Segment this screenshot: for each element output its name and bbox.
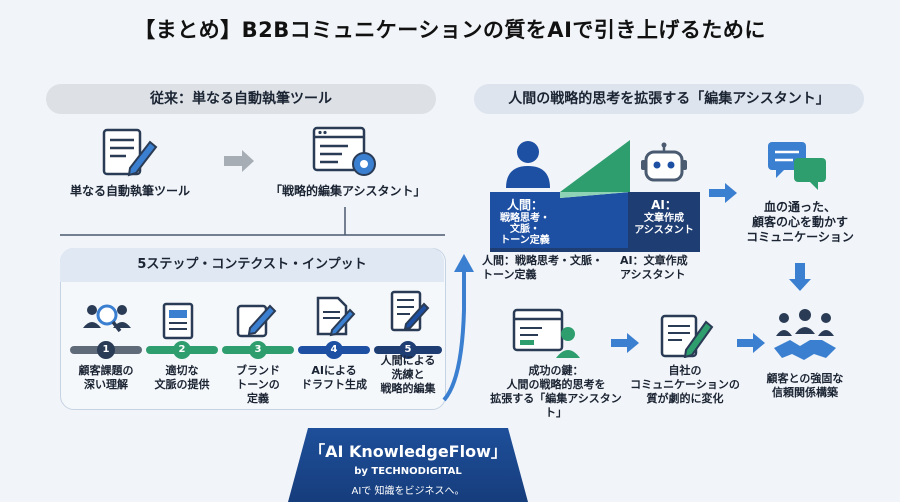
step-number-2: 2: [173, 341, 191, 359]
chat-bubbles-icon: [768, 142, 826, 190]
brand-banner-bg: [288, 428, 528, 502]
refine-document-icon: [390, 290, 430, 332]
brand-banner: 「AI KnowledgeFlow」 by TECHNODIGITAL AIで …: [288, 432, 528, 502]
page-title: 【まとめ】B2Bコミュニケーションの質をAIで引き上げるために: [134, 18, 766, 42]
step-label-3: ブランド トーンの 定義: [236, 364, 280, 405]
outcome-trust: 顧客との強固な 信頼関係構築: [766, 372, 844, 399]
ai-box-title: AI：: [651, 198, 677, 212]
tool-label: 単なる自動執筆ツール: [69, 184, 190, 198]
step-label-5: 人間による 洗練と 戦略的編集: [380, 354, 436, 395]
customer-magnifier-icon: [83, 304, 131, 333]
brand-title: 「AI KnowledgeFlow」: [309, 442, 507, 461]
right-section-header: 人間の戦略的思考を拡張する「編集アシスタント」: [474, 84, 864, 114]
quality-change: 自社の コミュニケーションの 質が劇的に変化: [630, 364, 740, 405]
ai-caption: AI：文章作成 アシスタント: [620, 254, 688, 281]
arrow-down-icon: [789, 263, 811, 291]
step-label-2: 適切な 文脈の提供: [154, 364, 210, 391]
human-box: 人間： 戦略思考・ 文脈・ トーン定義: [490, 192, 560, 248]
step-label-1: 顧客課題の 深い理解: [78, 364, 134, 391]
step-number-4: 4: [325, 341, 343, 359]
document-pen-icon: [660, 314, 714, 358]
connector-lines: [60, 207, 445, 236]
outcome-communication: 血の通った、 顧客の心を動かす コミュニケーション: [746, 200, 854, 244]
step-number-1: 1: [97, 341, 115, 359]
collaboration-wedge: [560, 140, 630, 248]
step-number-3: 3: [249, 341, 267, 359]
human-box-title: 人間：: [506, 198, 543, 212]
browser-gear-icon: [312, 126, 376, 176]
draft-document-icon: [316, 296, 356, 337]
success-key: 成功の鍵： 人間の戦略的思考を 拡張する「編集アシスタント」: [490, 364, 622, 419]
step-number-5: 5: [399, 341, 417, 359]
assistant-label: 「戦略的編集アシスタント」: [270, 184, 426, 198]
brand-tagline: AIで 知識をビジネスへ。: [351, 486, 465, 497]
ai-box: AI： 文章作成 アシスタント: [628, 192, 700, 248]
brand-by: by TECHNODIGITAL: [354, 466, 462, 477]
arrow-right-icon: [611, 333, 639, 353]
person-icon: [506, 141, 550, 188]
base-bar: [490, 248, 700, 252]
human-box-lines: 戦略思考・ 文脈・ トーン定義: [500, 213, 550, 246]
step-label-4: AIによる ドラフト生成: [301, 364, 367, 391]
handshake-team-icon: [774, 309, 836, 360]
curve-arrow: [442, 254, 474, 402]
document-pen-icon: [102, 128, 158, 177]
ai-box-lines: 文章作成 アシスタント: [634, 213, 694, 236]
robot-icon: [641, 142, 687, 182]
edit-pen-icon: [236, 304, 277, 338]
human-caption: 人間：戦略思考・文脈・ トーン定義: [482, 254, 603, 281]
left-section-header: 従来：単なる自動執筆ツール: [46, 84, 436, 114]
arrow-right-icon: [737, 333, 765, 353]
screen-person-icon: [512, 308, 580, 358]
arrow-right-icon: [224, 150, 254, 172]
steps-panel-title: 5ステップ・コンテクスト・インプット: [60, 248, 444, 282]
document-icon: [162, 302, 194, 340]
arrow-right-icon: [709, 183, 737, 203]
